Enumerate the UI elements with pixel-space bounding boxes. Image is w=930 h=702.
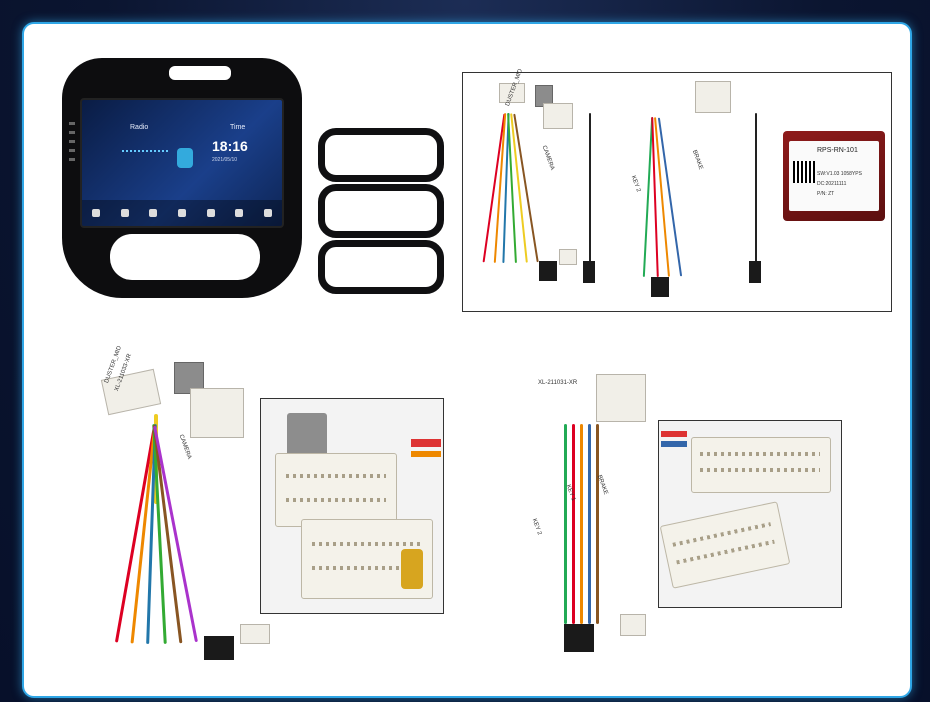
key2-tag: KEY 2 <box>530 518 543 536</box>
connector-closeup-left <box>260 398 444 614</box>
antenna-cable-1 <box>589 113 591 263</box>
closeup-wire-blue-2 <box>661 441 687 447</box>
middle-connector-white <box>695 81 731 113</box>
settings-icon <box>120 209 129 217</box>
trim-ring-top <box>318 128 444 182</box>
antenna-plug-1 <box>583 261 595 283</box>
closeup-wire-red <box>411 439 441 447</box>
left-small-connector <box>240 624 270 644</box>
module-label: RPS-RN-101 SW:V1.03 1058YPS DC:20211111 … <box>789 141 879 211</box>
head-unit-screen: Radio Time 18:16 2021/05/10 <box>80 98 284 228</box>
weather-icon <box>235 209 244 217</box>
harness-connector-white <box>499 83 525 103</box>
module-line-1: SW:V1.03 1058YPS <box>817 171 862 177</box>
apps-icon <box>263 209 272 217</box>
right-black-connector <box>564 624 594 652</box>
closeup-wire-red-2 <box>661 431 687 437</box>
harness-connector-white-2 <box>543 103 573 129</box>
date-display: 2021/05/10 <box>212 157 238 163</box>
car-icon <box>177 148 193 168</box>
trim-ring-bottom <box>318 240 444 294</box>
closeup-wire-orange <box>411 451 441 457</box>
harness-left-large: DUSTER_MID XL-211033-XR CAMERA <box>94 345 274 674</box>
tag-brake: BRAKE <box>690 149 704 171</box>
qr-code <box>793 161 815 183</box>
white-connector-closeup-3 <box>691 437 831 493</box>
right-wire-4 <box>588 424 591 624</box>
clock-display: 18:16 <box>212 138 248 154</box>
time-label: Time <box>230 124 246 131</box>
product-panel: Radio Time 18:16 2021/05/10 D <box>22 22 912 698</box>
right-white-connector <box>596 374 646 422</box>
frame-lower-cutout <box>110 234 260 280</box>
tag-key: KEY 2 <box>629 175 642 193</box>
harness-connector-black <box>539 261 557 281</box>
frame-top-slot <box>169 66 231 80</box>
right-code-tag: XL-211031-XR <box>538 380 578 386</box>
right-wire-1 <box>564 424 567 624</box>
radio-label: Radio <box>130 124 149 131</box>
middle-connector-black <box>651 277 669 297</box>
head-unit-side-buttons <box>66 116 78 226</box>
harness-right: XL-211031-XR BRAKE KEY 2 KEY 1 <box>524 374 674 674</box>
white-connector <box>190 388 244 438</box>
right-wire-5 <box>596 424 599 624</box>
tag-camera: CAMERA <box>540 144 556 172</box>
rca-plug <box>401 549 423 589</box>
right-wire-2 <box>572 424 575 624</box>
audio-wave <box>122 150 168 162</box>
harness-connector-small <box>559 249 577 265</box>
home-icon <box>177 209 186 217</box>
right-small-connector <box>620 614 646 636</box>
screen-dock <box>82 200 282 226</box>
module-line-2: DC:20211111 <box>817 181 847 187</box>
antenna-cable-2 <box>755 113 757 263</box>
white-connector-closeup <box>275 453 397 527</box>
right-wire-3 <box>580 424 583 624</box>
left-black-connector <box>204 636 234 660</box>
connector-closeup-right <box>658 420 842 608</box>
canbus-decoder-module: RPS-RN-101 SW:V1.03 1058YPS DC:20211111 … <box>783 131 885 221</box>
bluetooth-icon <box>149 209 158 217</box>
antenna-plug-2 <box>749 261 761 283</box>
module-title: RPS-RN-101 <box>817 147 858 154</box>
nav-icon <box>92 209 101 217</box>
harness-kit-box: DUSTER_MID CAMERA BRAKE KEY 2 RPS-RN-101… <box>462 68 892 312</box>
module-line-3: P/N: ZT <box>817 191 835 197</box>
white-connector-closeup-4 <box>659 501 791 589</box>
grey-connector-closeup <box>287 413 327 457</box>
trim-ring-middle <box>318 184 444 238</box>
music-icon <box>206 209 215 217</box>
